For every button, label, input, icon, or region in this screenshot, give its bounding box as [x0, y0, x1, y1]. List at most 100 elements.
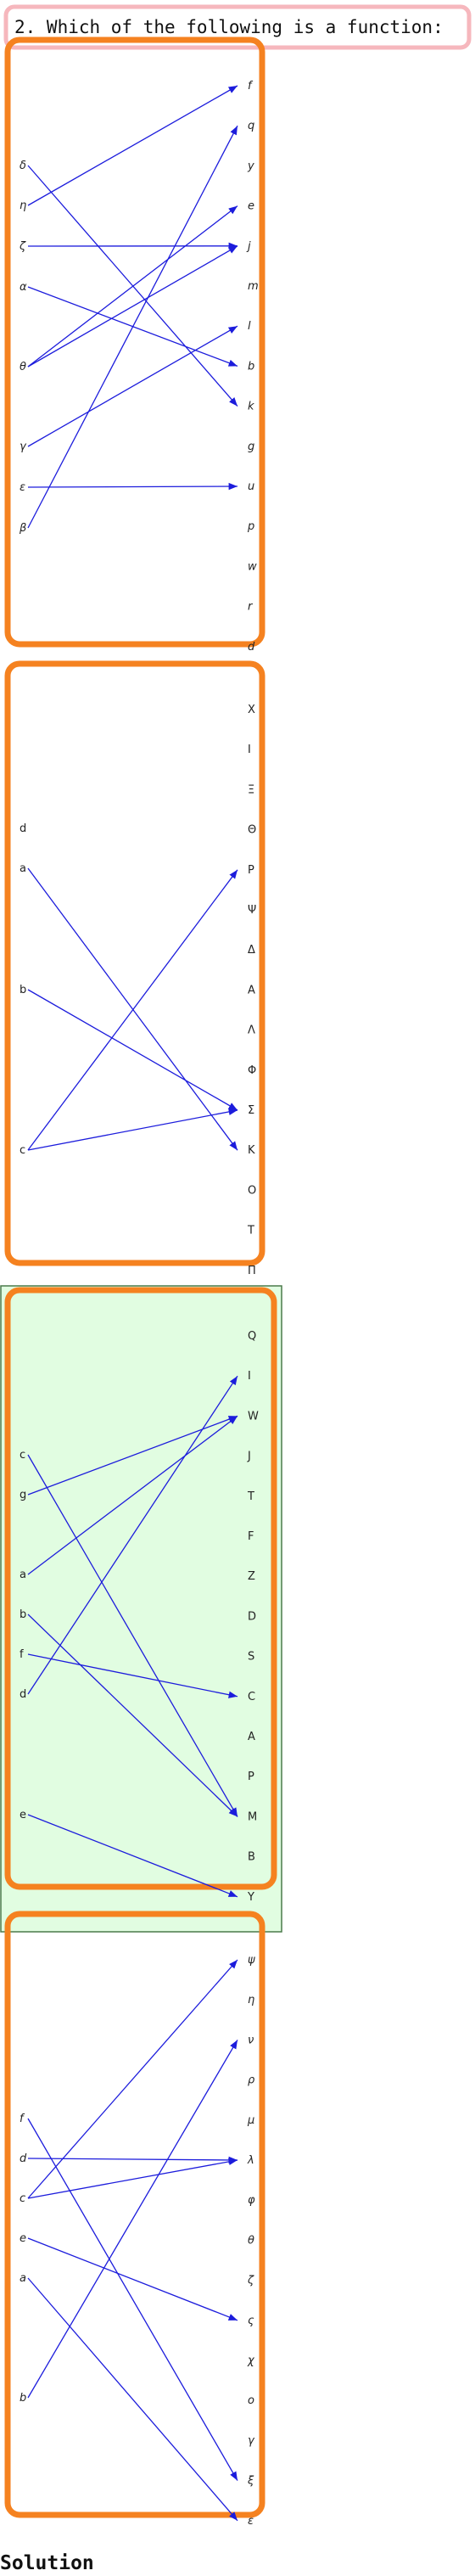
- codomain-label: χ: [247, 2354, 255, 2367]
- arrow-θ-to-j: [27, 245, 238, 368]
- codomain-label: M: [248, 1810, 257, 1823]
- arrow-f-to-ξ: [27, 2118, 238, 2481]
- codomain-label: O: [248, 1184, 256, 1197]
- arrow-c-to-λ: [27, 2158, 238, 2199]
- codomain-label: Ξ: [248, 783, 254, 796]
- arrow-c-to-M: [27, 1454, 238, 1817]
- codomain-label: φ: [248, 2194, 255, 2207]
- codomain-label: Φ: [248, 1064, 256, 1077]
- codomain-label: A: [248, 984, 255, 996]
- codomain-label: ψ: [248, 1954, 255, 1967]
- domain-label: ε: [20, 481, 25, 494]
- codomain-label: k: [248, 401, 254, 413]
- codomain-label: B: [248, 1851, 255, 1864]
- codomain-label: r: [248, 601, 254, 614]
- codomain-label: η: [248, 1994, 254, 2006]
- codomain-label: Q: [248, 1330, 256, 1343]
- domain-label: b: [20, 1608, 26, 1621]
- domain-label: e: [20, 1809, 26, 1821]
- codomain-label: ς: [248, 2315, 254, 2327]
- arrow-c-to-Σ: [27, 1108, 238, 1151]
- panel-border: [4, 660, 265, 1266]
- domain-label: d: [20, 2152, 27, 2165]
- domain-label: e: [20, 2232, 26, 2245]
- codomain-label: Σ: [248, 1104, 254, 1117]
- arrow-b-to-Σ: [27, 989, 238, 1111]
- codomain-label: Ψ: [248, 904, 256, 917]
- codomain-label: ρ: [248, 2074, 255, 2087]
- codomain-label: μ: [247, 2114, 254, 2127]
- codomain-label: u: [248, 480, 254, 493]
- arrow-ε-to-u: [27, 482, 238, 491]
- codomain-label: w: [248, 560, 257, 573]
- domain-label: b: [20, 2392, 26, 2405]
- arrow-c-to-ψ: [27, 1959, 238, 2199]
- domain-label: ζ: [19, 240, 26, 253]
- arrow-e-to-Y: [27, 1814, 238, 1898]
- mapping-panels: δηζαθγεβfqyejmlbkgupwrddabcXIΞΘPΨΔAΛΦΣKO…: [0, 36, 282, 2528]
- codomain-label: l: [248, 320, 251, 333]
- codomain-label: ξ: [247, 2475, 254, 2488]
- codomain-label: Θ: [248, 824, 256, 837]
- codomain-label: d: [248, 641, 255, 654]
- arrow-a-to-ε: [27, 2277, 238, 2522]
- domain-label: d: [20, 1688, 26, 1701]
- codomain-label: e: [248, 200, 254, 213]
- codomain-label: f: [248, 80, 254, 93]
- codomain-label: θ: [248, 2234, 254, 2247]
- domain-label: a: [20, 2272, 26, 2285]
- arrow-d-to-λ: [27, 2156, 238, 2164]
- codomain-label: D: [248, 1610, 256, 1623]
- codomain-label: S: [248, 1651, 254, 1664]
- arrow-f-to-C: [27, 1653, 238, 1698]
- domain-label: β: [19, 522, 26, 535]
- codomain-label: o: [248, 2394, 254, 2407]
- codomain-label: Π: [248, 1265, 256, 1277]
- codomain-label: j: [246, 240, 251, 253]
- codomain-label: K: [248, 1144, 255, 1157]
- codomain-label: W: [248, 1410, 259, 1423]
- codomain-label: ε: [248, 2515, 254, 2528]
- arrow-γ-to-l: [27, 325, 238, 447]
- codomain-label: g: [248, 441, 254, 453]
- codomain-label: J: [247, 1451, 251, 1463]
- codomain-label: Y: [247, 1891, 254, 1904]
- domain-label: a: [20, 1569, 26, 1581]
- codomain-label: X: [248, 704, 255, 716]
- domain-label: δ: [20, 160, 26, 172]
- domain-label: θ: [20, 361, 26, 373]
- domain-label: f: [20, 2113, 25, 2125]
- codomain-label: p: [247, 520, 254, 533]
- domain-label: α: [20, 281, 27, 294]
- arrow-b-to-M: [27, 1614, 238, 1817]
- codomain-label: ζ: [247, 2275, 254, 2287]
- solution-heading: Solution: [0, 2552, 94, 2574]
- codomain-label: I: [248, 1370, 251, 1383]
- domain-label: c: [20, 1449, 25, 1462]
- codomain-label: T: [247, 1490, 254, 1503]
- codomain-label: Δ: [248, 944, 255, 957]
- codomain-label: A: [248, 1731, 255, 1743]
- arrow-η-to-f: [27, 85, 238, 206]
- domain-label: g: [20, 1489, 26, 1501]
- domain-label: η: [20, 199, 26, 212]
- panel-border: [4, 1911, 265, 2518]
- arrow-d-to-I: [27, 1375, 238, 1695]
- arrow-c-to-P: [27, 869, 238, 1151]
- codomain-label: I: [248, 744, 251, 756]
- arrow-e-to-ς: [27, 2237, 238, 2321]
- codomain-label: C: [248, 1691, 255, 1703]
- codomain-label: Z: [248, 1570, 255, 1583]
- panel-border: [4, 1287, 277, 1890]
- domain-label: f: [20, 1648, 24, 1661]
- codomain-label: γ: [248, 2434, 255, 2447]
- codomain-label: y: [247, 160, 254, 172]
- arrow-a-to-W: [27, 1415, 238, 1575]
- codomain-label: b: [248, 360, 254, 373]
- domain-label: c: [20, 2192, 25, 2205]
- question-text: 2. Which of the following is a function:: [14, 17, 444, 37]
